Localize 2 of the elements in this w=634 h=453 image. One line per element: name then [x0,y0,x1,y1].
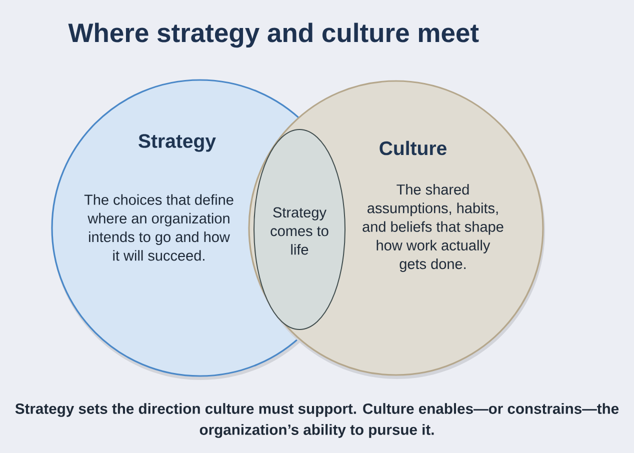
caption: Strategy sets the direction culture must support. Culture enables—or constrains—the organization’s ability to pursue it. [15,403,619,438]
title: Where strategy and culture meet [68,22,479,48]
